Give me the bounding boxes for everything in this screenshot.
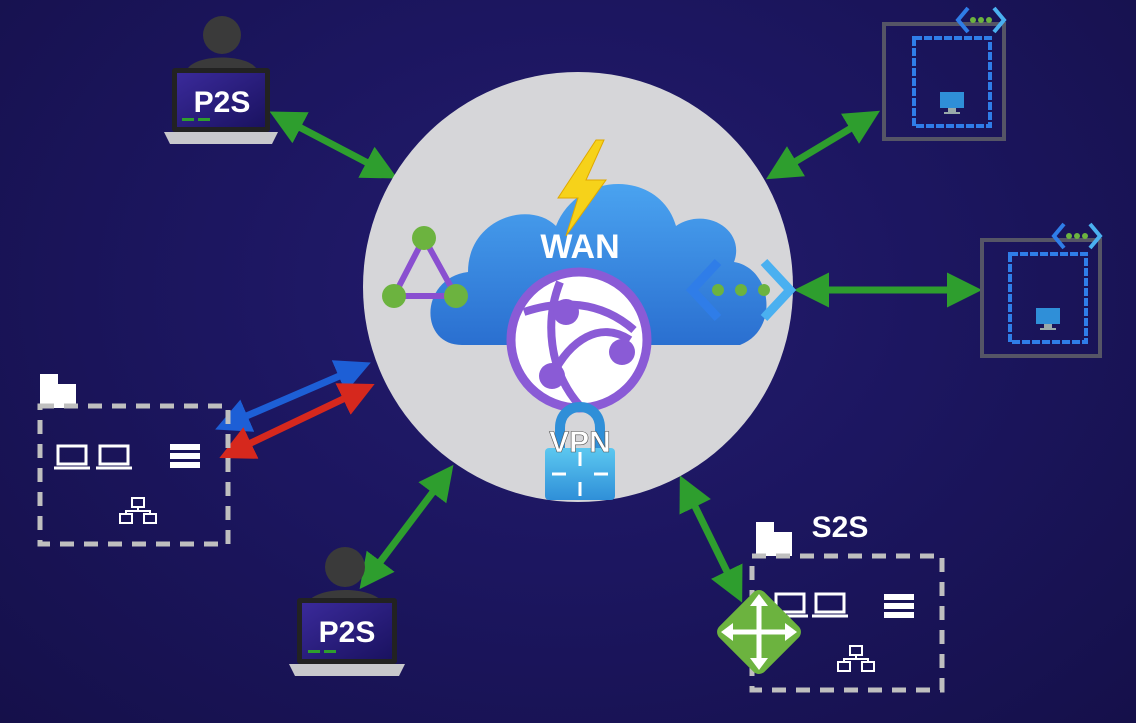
vnet-middle — [980, 222, 1103, 358]
laptop-icon — [54, 444, 132, 470]
laptop-icon — [164, 68, 278, 144]
vnet-connector-icon — [685, 258, 797, 322]
s2s-branch-office: S2S — [717, 511, 945, 693]
p2s-user-top: P2S — [164, 16, 278, 144]
vnet-brackets-icon — [955, 6, 1007, 34]
vpn-label: VPN — [549, 426, 611, 459]
wan-label: WAN — [540, 228, 619, 266]
s2s-label: S2S — [812, 511, 869, 544]
lightning-icon — [557, 139, 607, 237]
arrow-branch-red — [219, 383, 375, 459]
building-icon — [40, 374, 76, 408]
vnet-brackets-icon — [1051, 222, 1103, 250]
arrow-p2s-top — [269, 111, 398, 179]
network-icon — [119, 497, 157, 524]
arrow-branch-blue — [215, 360, 371, 432]
vnet-top — [882, 6, 1007, 141]
arrow-s2s — [679, 475, 743, 603]
arrow-vnet-top — [765, 110, 881, 180]
vpn-lock-icon — [545, 402, 615, 500]
laptop-icon — [289, 598, 405, 676]
virtual-machine-icon — [1036, 308, 1060, 330]
p2s-top-label: P2S — [194, 86, 251, 119]
globe-icon — [506, 267, 652, 413]
network-icon — [837, 645, 875, 672]
cloud-icon — [430, 184, 767, 345]
virtual-wan-hub: WAN — [363, 72, 797, 502]
virtual-machine-icon — [940, 92, 964, 114]
p2s-user-bottom: P2S — [289, 547, 405, 676]
p2s-bottom-label: P2S — [319, 616, 376, 649]
arrow-p2s-bottom — [359, 464, 454, 590]
user-silhouette-icon — [186, 16, 258, 74]
triangle-nodes-icon — [382, 226, 468, 308]
server-icon — [884, 594, 914, 618]
server-icon — [170, 444, 200, 468]
connection-arrows — [215, 110, 982, 603]
branch-office-left — [37, 374, 231, 547]
router-icon — [717, 590, 801, 674]
building-icon — [756, 522, 792, 556]
